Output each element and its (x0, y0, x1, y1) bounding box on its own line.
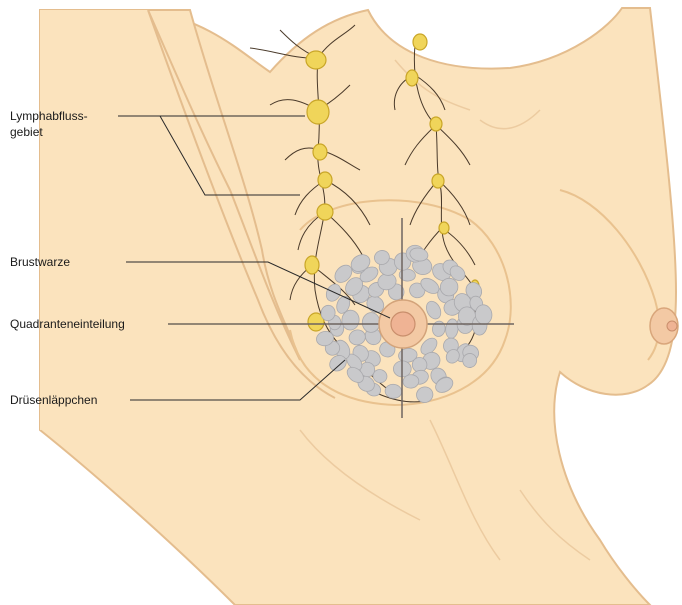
lymph-node (413, 34, 427, 50)
left-nipple-areola (379, 300, 427, 348)
lymph-node (406, 70, 418, 86)
label-lymph-line2: gebiet (10, 125, 43, 139)
lymph-node (317, 204, 333, 220)
lymph-node (306, 51, 326, 69)
label-lobules: Drüsenläppchen (10, 393, 97, 407)
lymph-node (305, 256, 319, 274)
lymph-node (313, 144, 327, 160)
label-lymph-line1: Lymphabfluss- (10, 109, 88, 123)
lymph-node (439, 222, 449, 234)
right-nipple (650, 308, 678, 344)
lymph-node (307, 100, 329, 124)
label-nipple: Brustwarze (10, 255, 70, 269)
lymph-node (432, 174, 444, 188)
label-quadrants: Quadranteneinteilung (10, 317, 125, 331)
lymph-node (318, 172, 332, 188)
lymph-node (430, 117, 442, 131)
